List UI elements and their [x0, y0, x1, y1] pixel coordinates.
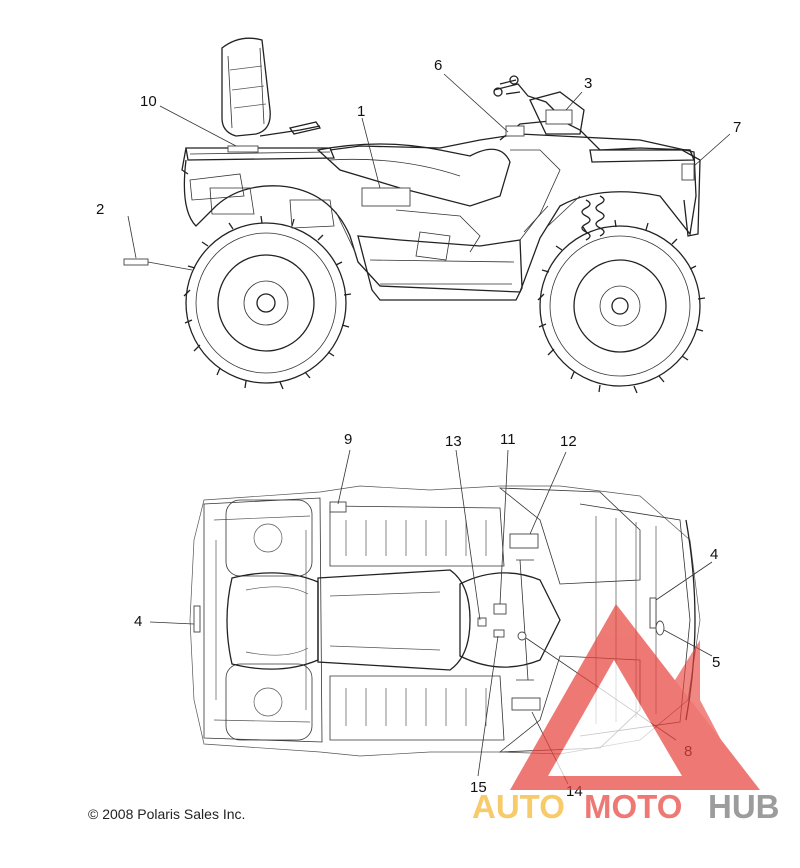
watermark-moto: MOTO	[584, 788, 682, 825]
watermark-hub: HUB	[708, 788, 780, 825]
decal-11-placement	[493, 603, 507, 615]
decal-7-placement	[681, 163, 695, 181]
callout-10: 10	[140, 93, 157, 110]
atv-top-view	[149, 449, 713, 785]
copyright-notice: © 2008 Polaris Sales Inc.	[88, 806, 246, 822]
callout-11: 11	[500, 431, 516, 448]
atv-side-view	[123, 37, 731, 394]
decal-4-rear-placement	[193, 605, 201, 633]
decal-8-placement	[517, 631, 527, 641]
callout-6: 6	[434, 57, 442, 74]
decal-10-placement	[227, 145, 259, 153]
watermark-triangle-inner	[548, 660, 682, 776]
decal-9-placement	[329, 501, 347, 513]
callout-4-front: 4	[710, 546, 718, 563]
decal-1-placement	[361, 187, 411, 207]
callout-5: 5	[712, 654, 720, 671]
callout-3: 3	[584, 75, 592, 92]
decal-12-placement	[509, 533, 539, 549]
rear-wheel	[183, 215, 352, 390]
decal-14-placement	[511, 697, 541, 711]
callout-12: 12	[560, 433, 577, 450]
decal-2-placement	[123, 258, 149, 266]
front-wheel	[537, 219, 706, 394]
callout-15: 15	[470, 779, 487, 796]
decal-6-placement	[505, 125, 525, 137]
decal-13-placement	[477, 617, 487, 627]
decal-15-placement	[493, 629, 505, 638]
watermark-triangle-notch	[616, 640, 740, 776]
callout-2: 2	[96, 201, 104, 218]
automotohub-watermark: AUTO MOTO HUB	[472, 604, 780, 825]
decal-5-placement	[655, 620, 665, 636]
callout-4-rear: 4	[134, 613, 142, 630]
decal-3-placement	[545, 109, 573, 125]
callout-13: 13	[445, 433, 462, 450]
decal-4-front-placement	[649, 597, 657, 629]
callout-7: 7	[733, 119, 741, 136]
callout-1: 1	[357, 103, 365, 120]
callout-9: 9	[344, 431, 352, 448]
watermark-auto: AUTO	[472, 788, 565, 825]
